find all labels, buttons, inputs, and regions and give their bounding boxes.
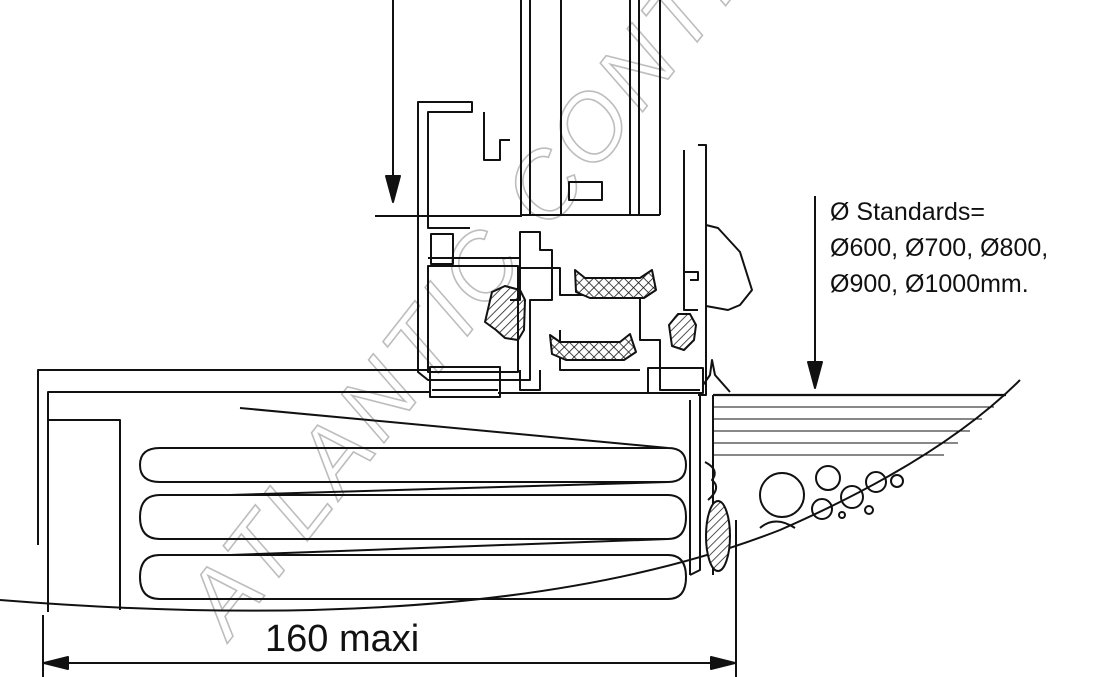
wall-section (0, 379, 1021, 612)
standards-line-2: Ø900, Ø1000mm. (830, 270, 1029, 298)
sealant-joint (705, 500, 731, 572)
standards-leader (807, 196, 823, 389)
dimension-line (42, 520, 737, 677)
height-arrow (375, 0, 522, 217)
thermal-break-upper (574, 269, 657, 299)
standards-line-1: Ø600, Ø700, Ø800, (830, 234, 1048, 262)
dimension-label: 160 maxi (265, 618, 419, 660)
frame-profile (417, 101, 753, 398)
standards-title: Ø Standards= (830, 198, 985, 226)
sill-board (37, 369, 714, 612)
glazing-panel (520, 0, 661, 216)
right-glazing-gasket (668, 313, 697, 351)
thermal-break-lower (549, 333, 637, 361)
heating-coil (139, 407, 687, 600)
